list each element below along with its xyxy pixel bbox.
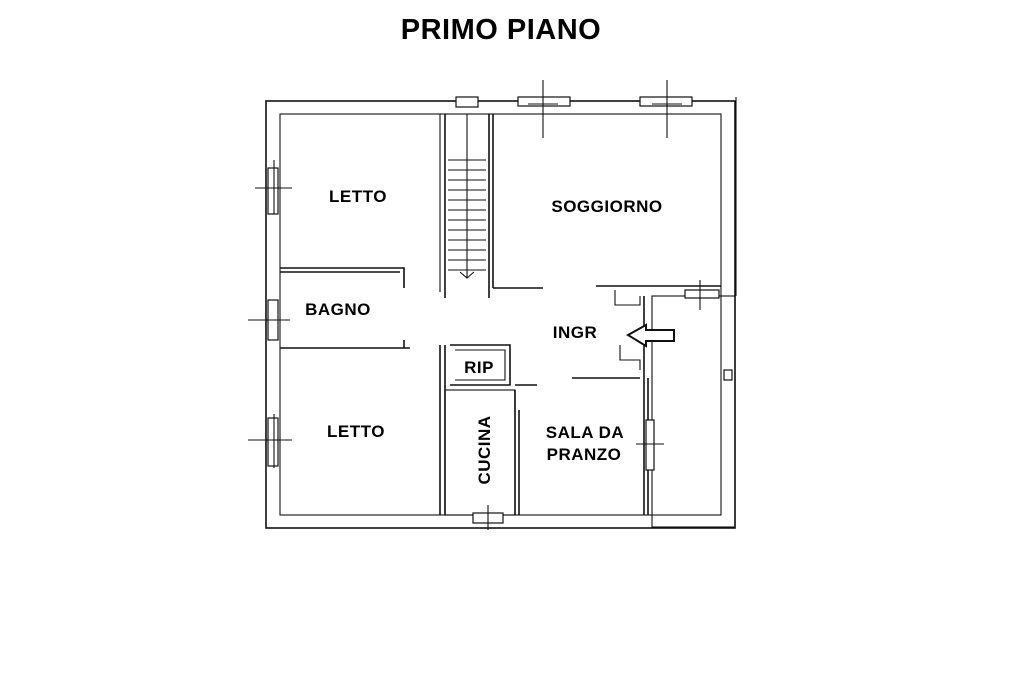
room-label-ingr: INGR — [553, 323, 598, 342]
window-markers — [248, 80, 701, 530]
room-label-cucina: CUCINA — [475, 415, 494, 484]
room-label-sala-line2: PRANZO — [547, 445, 622, 464]
room-label-letto-bottom: LETTO — [327, 422, 385, 441]
plan-title: PRIMO PIANO — [400, 14, 602, 46]
room-label-rip: RIP — [464, 358, 494, 377]
room-label-bagno: BAGNO — [305, 300, 371, 319]
entrance-arrow-icon — [626, 323, 675, 348]
staircase — [448, 114, 486, 279]
room-label-letto-top: LETTO — [329, 187, 387, 206]
room-label-sala-line1: SALA DA — [546, 423, 624, 442]
room-label-soggiorno: SOGGIORNO — [551, 197, 662, 216]
